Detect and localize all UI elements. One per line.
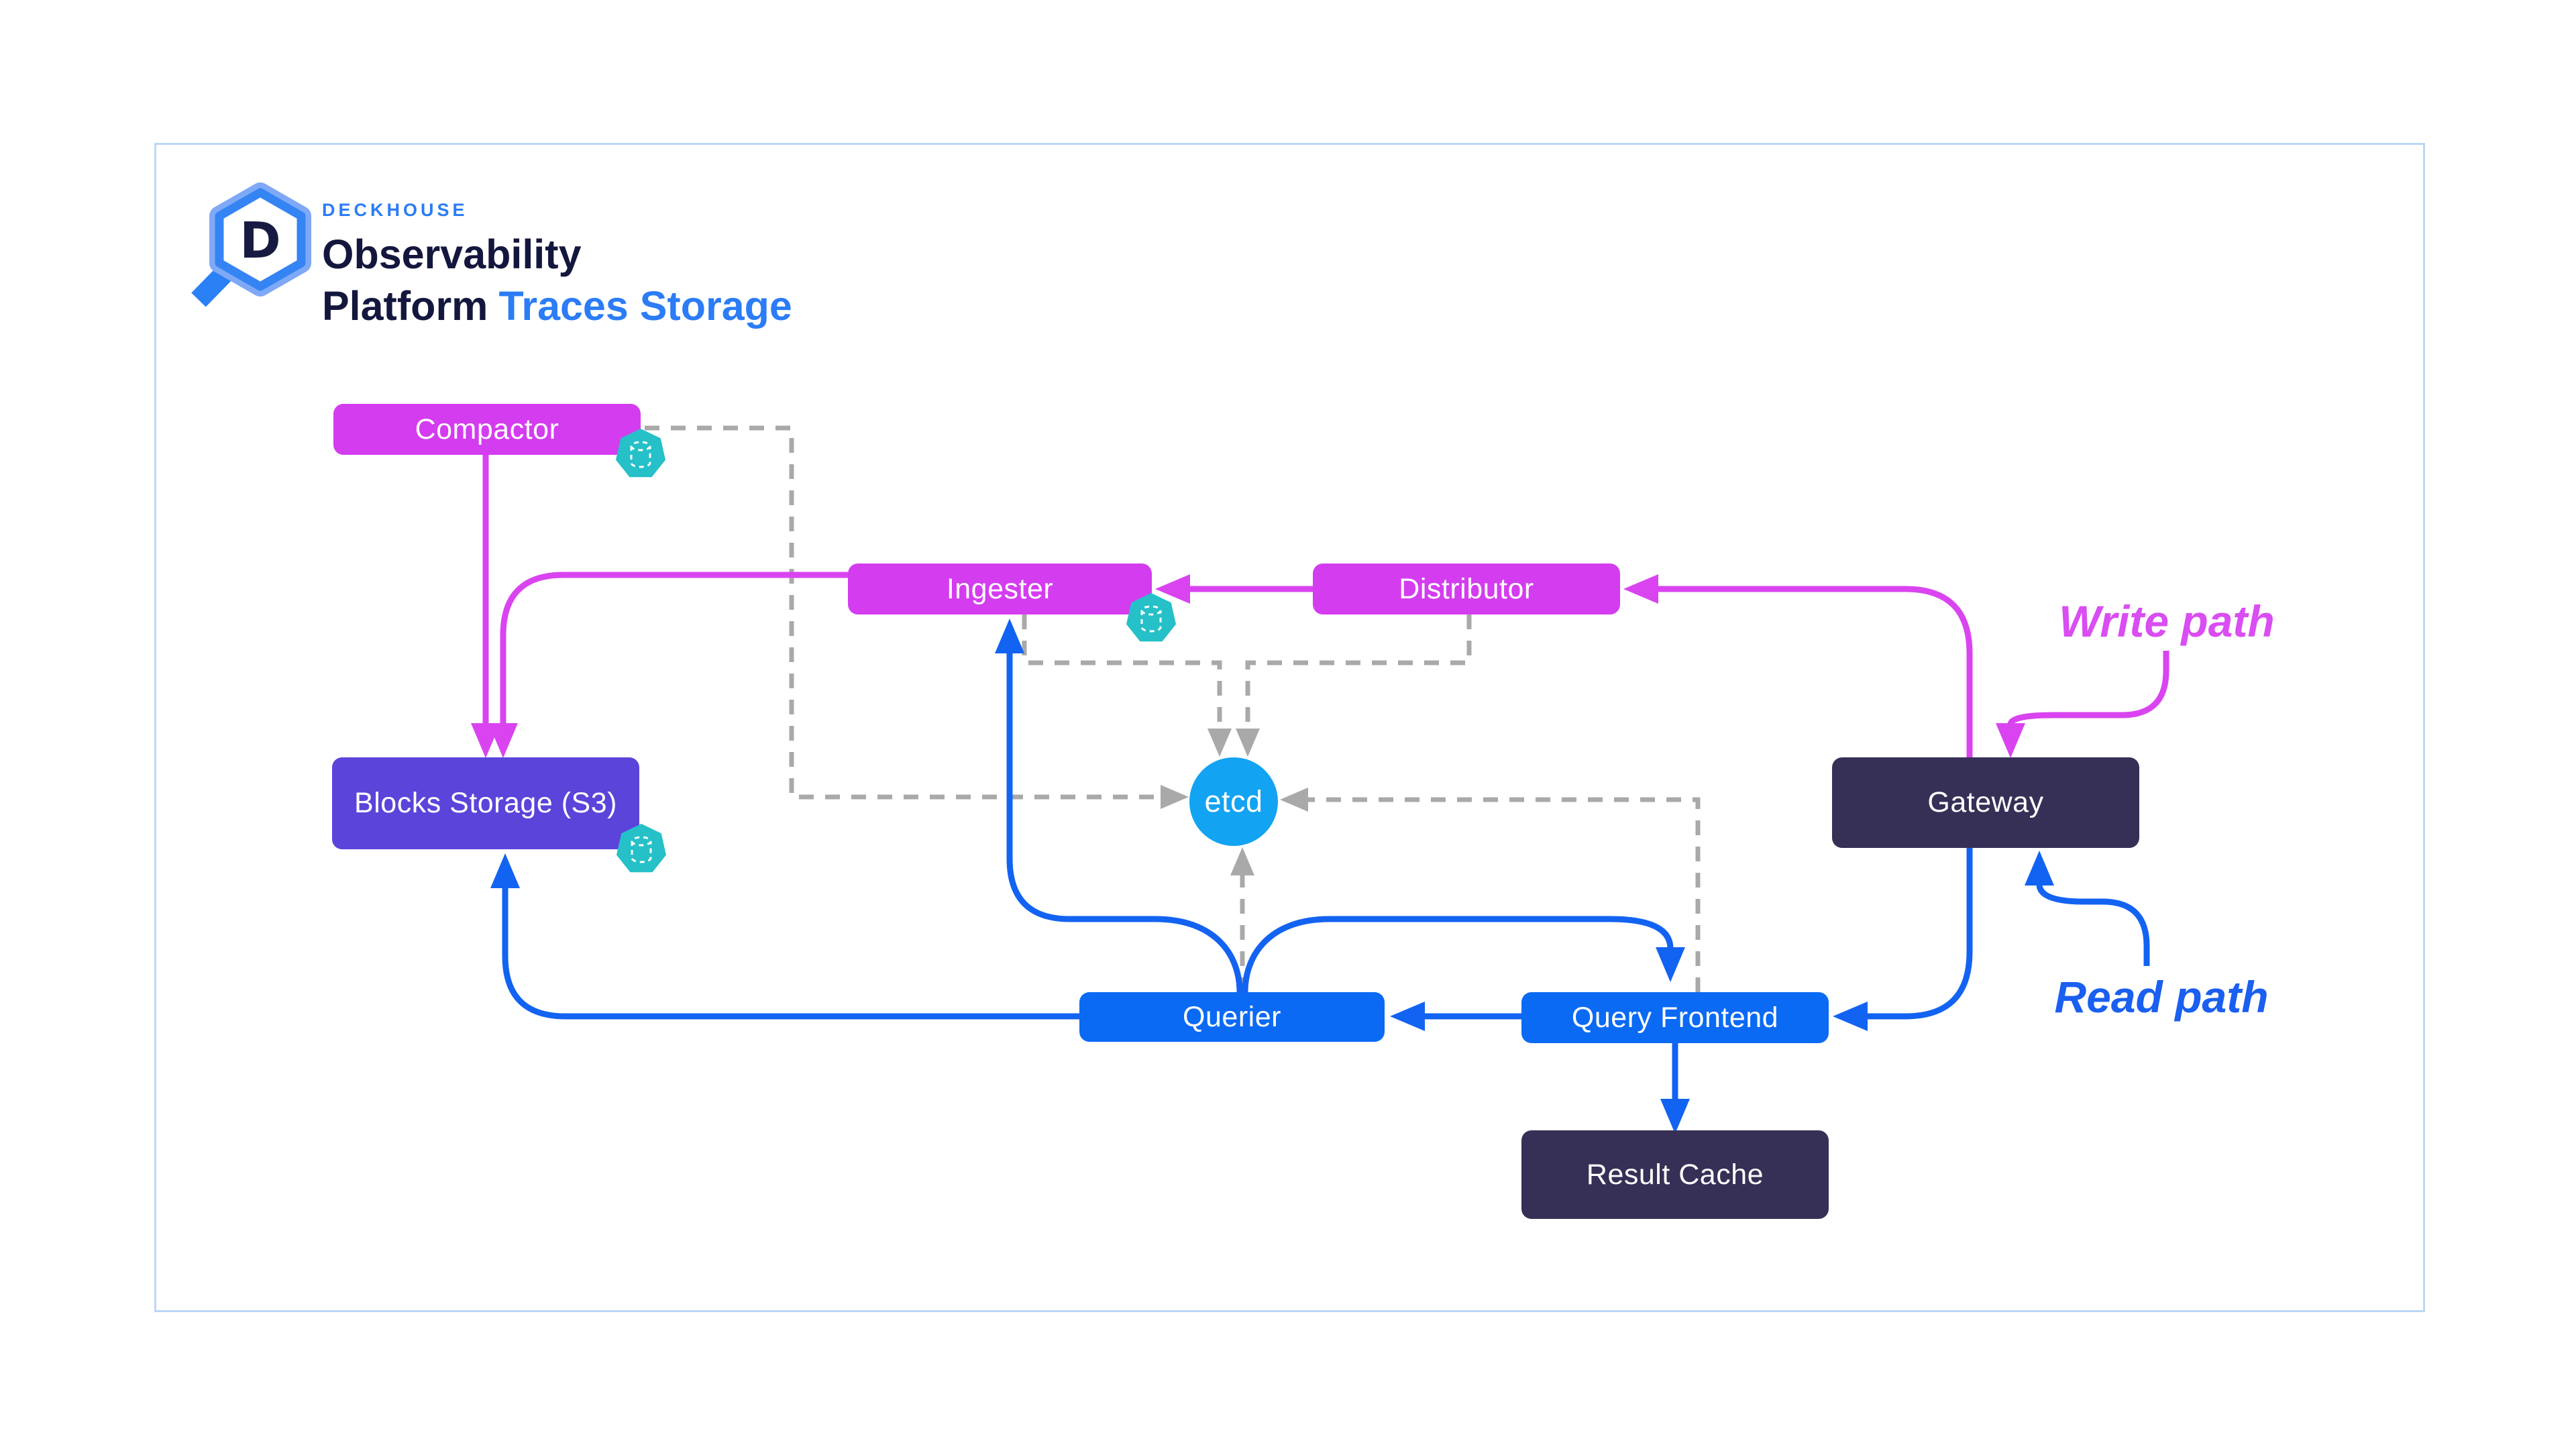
node-gateway: Gateway xyxy=(1832,757,2139,848)
read-path-label: Read path xyxy=(2054,972,2269,1022)
node-blocks-storage: Blocks Storage (S3) xyxy=(332,757,639,849)
node-etcd: etcd xyxy=(1189,757,1278,846)
edge-gateway-distributor xyxy=(1623,574,1973,757)
edge-ingester-blocks xyxy=(488,572,848,758)
node-blocks-storage-label: Blocks Storage (S3) xyxy=(354,787,617,819)
edge-querier-queryfrontend xyxy=(1242,916,1685,993)
database-badge-blocks-icon xyxy=(616,824,666,873)
node-result-cache: Result Cache xyxy=(1521,1130,1829,1219)
deckhouse-logo-icon: D xyxy=(191,182,311,307)
edge-querier-ingester xyxy=(995,619,1243,993)
hexagon-inner xyxy=(215,188,306,291)
write-path-label: Write path xyxy=(2059,596,2275,646)
node-result-cache-label: Result Cache xyxy=(1586,1158,1764,1191)
node-compactor: Compactor xyxy=(333,404,641,455)
arrow-write-annotation xyxy=(1996,651,2169,758)
node-querier-label: Querier xyxy=(1183,1000,1281,1033)
logo-letter: D xyxy=(239,212,280,270)
diagram-title: Traces Storage xyxy=(498,283,792,329)
brand-platform: Platform xyxy=(322,283,488,329)
node-ingester: Ingester xyxy=(848,564,1152,614)
edge-querier-blocks xyxy=(490,853,1079,1020)
node-gateway-label: Gateway xyxy=(1927,786,2044,818)
brand-line1: Observability xyxy=(322,231,582,277)
node-distributor-label: Distributor xyxy=(1399,572,1534,605)
database-badge-ingester-icon xyxy=(1126,593,1176,642)
edge-queryfrontend-etcd xyxy=(1280,788,1701,992)
database-badge-compactor-icon xyxy=(616,429,665,478)
node-compactor-label: Compactor xyxy=(415,413,559,445)
node-query-frontend: Query Frontend xyxy=(1521,992,1829,1043)
node-distributor: Distributor xyxy=(1313,564,1620,614)
node-querier: Querier xyxy=(1079,992,1385,1042)
node-etcd-label: etcd xyxy=(1204,784,1263,818)
brand-eyebrow: DECKHOUSE xyxy=(322,200,468,220)
node-query-frontend-label: Query Frontend xyxy=(1571,1001,1779,1034)
edge-distributor-etcd xyxy=(1236,614,1472,757)
diagram-panel xyxy=(154,143,2425,1312)
node-ingester-label: Ingester xyxy=(946,572,1054,605)
arrow-read-annotation xyxy=(2025,851,2150,966)
edge-gateway-queryfrontend xyxy=(1833,848,1973,1031)
